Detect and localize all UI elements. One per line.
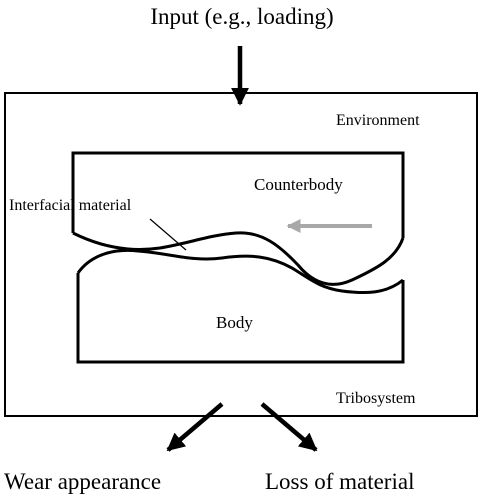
input-label: Input (e.g., loading) bbox=[150, 4, 333, 29]
body-outline bbox=[76, 273, 405, 364]
tribosystem-boundary bbox=[4, 92, 478, 417]
interfacial-material-label: Interfacial material bbox=[9, 197, 132, 214]
body-label: Body bbox=[216, 313, 253, 332]
counterbody-outline bbox=[71, 151, 405, 238]
tribosystem-label: Tribosystem bbox=[336, 390, 416, 407]
counterbody-surface bbox=[72, 231, 405, 286]
counterbody-label: Counterbody bbox=[254, 175, 343, 194]
loss-of-material-label: Loss of material bbox=[265, 469, 414, 494]
interfacial-material-leader bbox=[149, 218, 187, 251]
environment-label: Environment bbox=[336, 112, 420, 129]
wear-appearance-arrow bbox=[166, 402, 224, 452]
body-surface bbox=[76, 248, 404, 295]
loss-of-material-arrow bbox=[260, 402, 318, 452]
wear-appearance-label: Wear appearance bbox=[4, 469, 161, 494]
